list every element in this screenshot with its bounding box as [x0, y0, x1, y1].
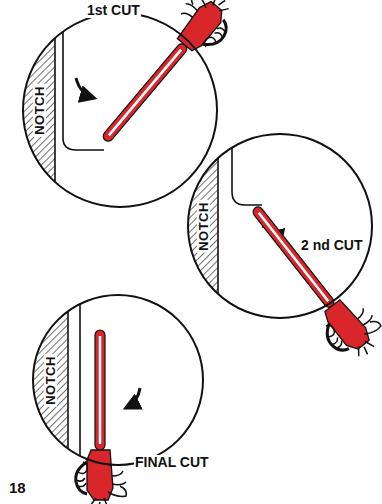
front-handle — [203, 20, 232, 52]
direction-arrow — [76, 78, 94, 98]
trunk-outline — [33, 295, 203, 465]
kerf-line — [63, 32, 104, 150]
trunk-section: NOTCH — [23, 13, 217, 207]
trunk-circle — [188, 134, 372, 318]
notch-label: NOTCH — [33, 84, 46, 137]
notch-hatching — [33, 295, 68, 465]
notch-edge — [217, 158, 219, 294]
notch-label: NOTCH — [44, 354, 57, 407]
trunk-outline — [23, 13, 217, 207]
front-handle — [76, 462, 87, 494]
kerf-line — [79, 304, 81, 456]
cut-label: 1st CUT — [86, 3, 141, 18]
cut-label: 2 nd CUT — [300, 238, 363, 253]
rear-handle — [90, 498, 108, 504]
notch-label: NOTCH — [197, 200, 210, 253]
trunk-circle — [23, 13, 217, 207]
chainsaw — [76, 330, 127, 504]
guide-bar — [101, 42, 189, 143]
chainsaw — [236, 192, 382, 368]
bar-groove — [109, 50, 181, 136]
kerf-line — [232, 147, 262, 205]
hand — [202, 25, 227, 51]
hand — [351, 306, 381, 337]
hand — [178, 0, 208, 24]
trunk-circle — [33, 295, 203, 465]
hand — [321, 323, 345, 349]
cut-label: FINAL CUT — [134, 455, 210, 470]
trunk-section: NOTCH — [188, 134, 372, 318]
rear-handle — [354, 339, 376, 360]
saw-body — [175, 0, 227, 53]
front-handle — [320, 323, 349, 355]
bar-groove — [99, 336, 102, 444]
page-number: 18 — [8, 480, 27, 497]
bar-groove — [259, 213, 329, 302]
hand — [108, 471, 126, 497]
rear-handle — [210, 0, 231, 15]
notch-edge — [67, 311, 69, 448]
guide-bar — [251, 205, 336, 309]
direction-arrow — [126, 388, 140, 408]
guide-bar — [95, 330, 105, 450]
hand — [76, 462, 88, 487]
trunk-section: NOTCH — [33, 295, 203, 465]
trunk-outline — [188, 134, 372, 318]
notch-edge — [54, 38, 56, 182]
